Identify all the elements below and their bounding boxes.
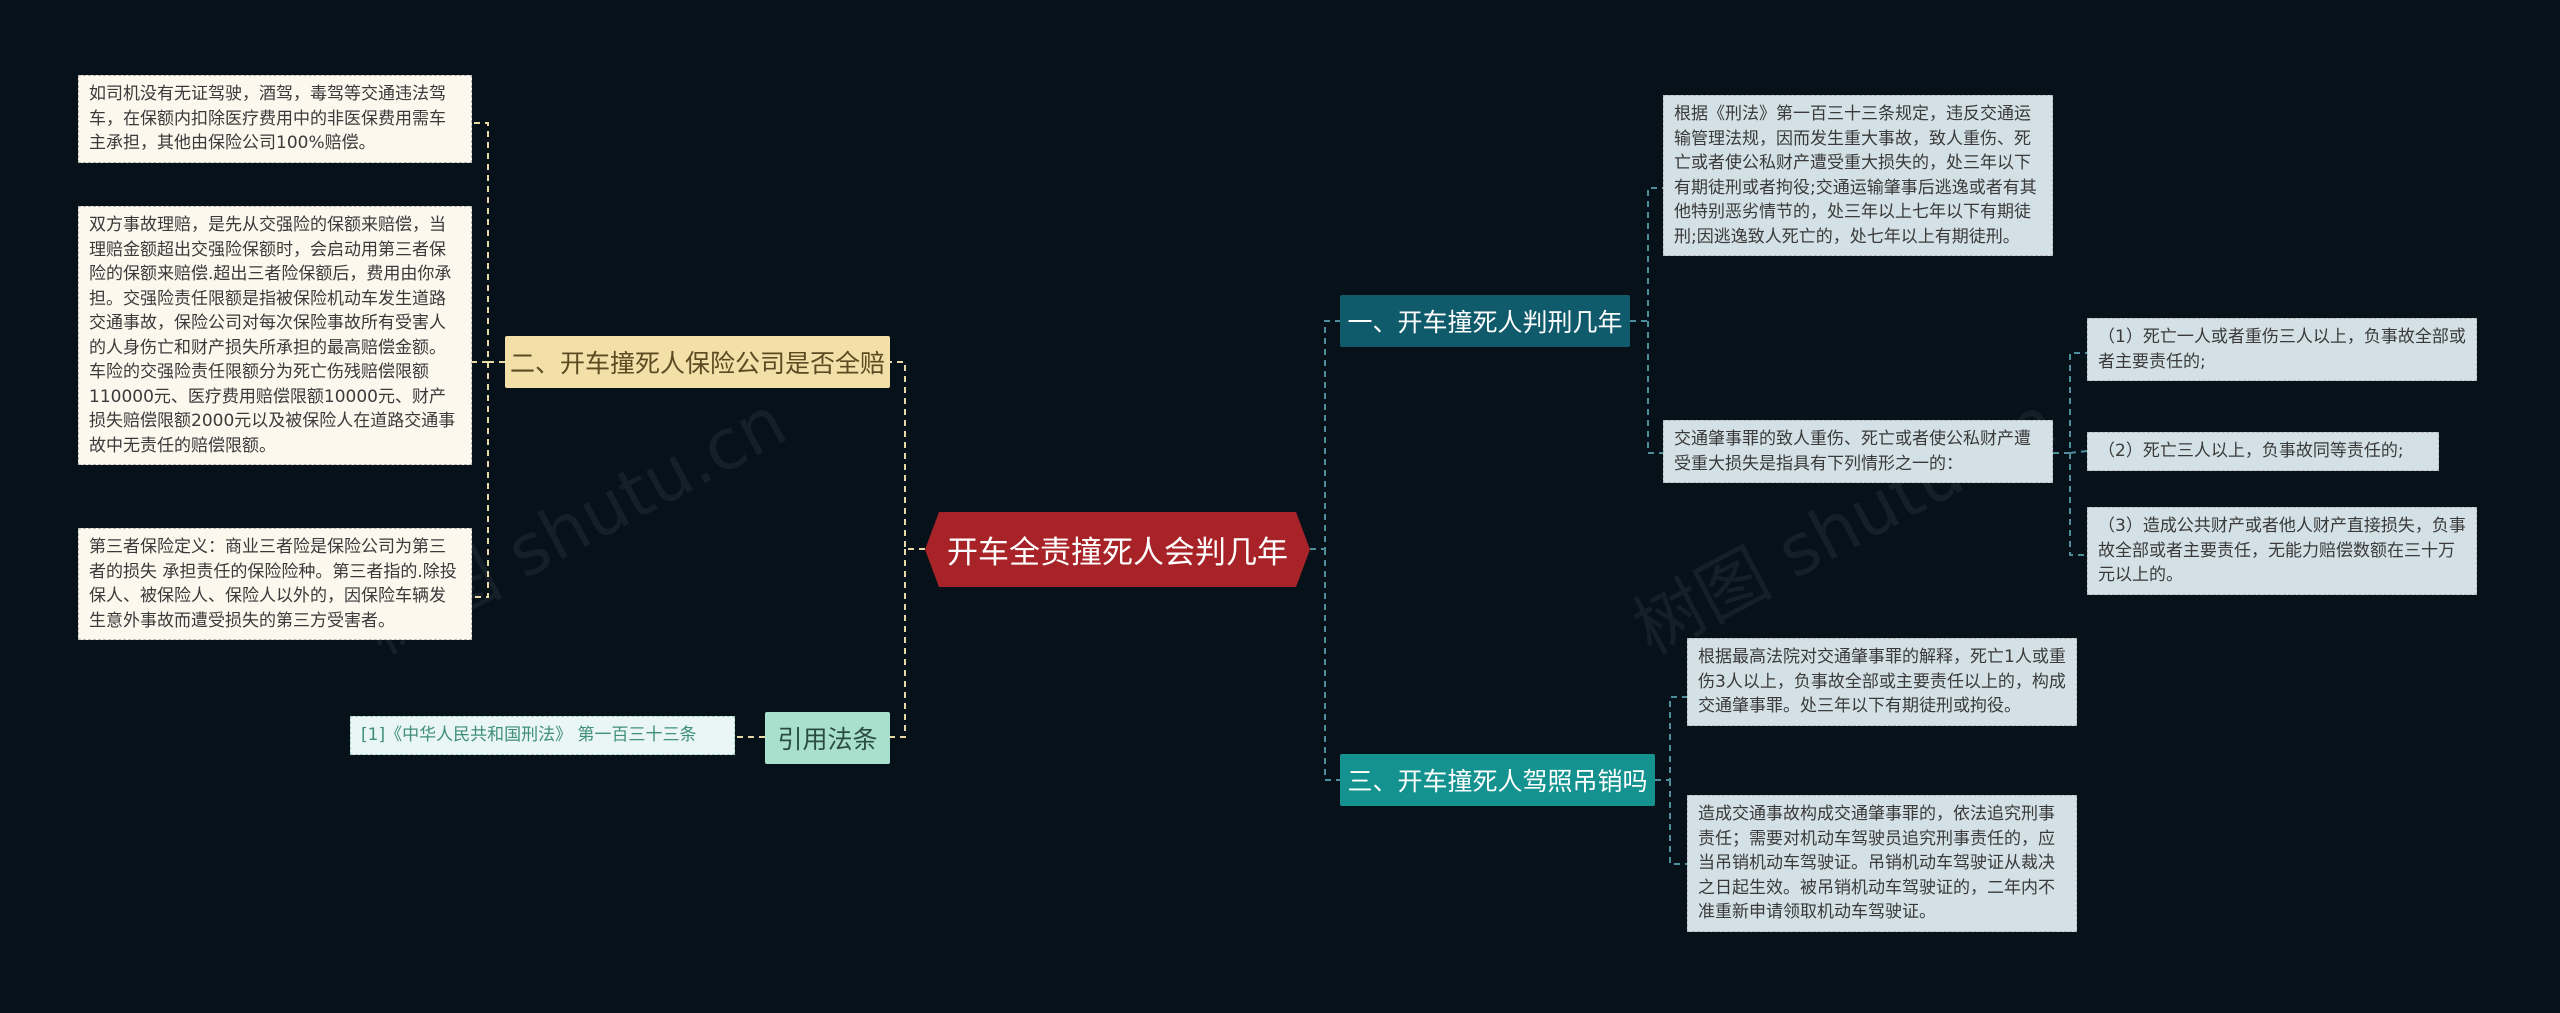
note-license-2: 造成交通事故构成交通肇事罪的，依法追究刑事责任；需要对机动车驾驶员追究刑事责任的… (1687, 795, 2077, 932)
link-root-license (1324, 549, 1340, 781)
link-root-citation (890, 549, 906, 738)
branch-sentence[interactable]: 一、开车撞死人判刑几年 (1340, 295, 1630, 347)
branch-citation[interactable]: 引用法条 (765, 712, 890, 764)
link-root-sentence (1310, 320, 1340, 550)
subnote-sentence-1: （1）死亡一人或者重伤三人以上，负事故全部或者主要责任的; (2087, 318, 2477, 381)
root-topic[interactable]: 开车全责撞死人会判几年 (925, 512, 1310, 587)
branch-insurance[interactable]: 二、开车撞死人保险公司是否全赔 (505, 336, 890, 388)
note-insurance-1: 如司机没有无证驾驶，酒驾，毒驾等交通违法驾车，在保额内扣除医疗费用中的非医保费用… (78, 75, 472, 163)
link-sentence-notes (1630, 187, 1663, 454)
branch-license[interactable]: 三、开车撞死人驾照吊销吗 (1340, 754, 1655, 806)
note-citation-1[interactable]: [1]《中华人民共和国刑法》 第一百三十三条 (350, 716, 735, 755)
link-root-insurance (890, 361, 925, 550)
note-license-1: 根据最高法院对交通肇事罪的解释，死亡1人或重伤3人以上，负事故全部或主要责任以上… (1687, 638, 2077, 726)
note-sentence-2: 交通肇事罪的致人重伤、死亡或者使公私财产遭受重大损失是指具有下列情形之一的： (1663, 420, 2053, 483)
note-insurance-2: 双方事故理赔，是先从交强险的保额来赔偿，当理赔金额超出交强险保额时，会启动用第三… (78, 206, 472, 465)
note-insurance-3: 第三者保险定义：商业三者险是保险公司为第三者的损失 承担责任的保险险种。第三者指… (78, 528, 472, 640)
link-insurance-notes (472, 122, 505, 598)
subnote-sentence-2: （2）死亡三人以上，负事故同等责任的; (2087, 432, 2439, 471)
link-license-notes (1655, 696, 1687, 865)
note-sentence-1: 根据《刑法》第一百三十三条规定，违反交通运输管理法规，因而发生重大事故，致人重伤… (1663, 95, 2053, 256)
link-subnotes (2053, 352, 2088, 556)
subnote-sentence-3: （3）造成公共财产或者他人财产直接损失，负事故全部或者主要责任，无能力赔偿数额在… (2087, 507, 2477, 595)
